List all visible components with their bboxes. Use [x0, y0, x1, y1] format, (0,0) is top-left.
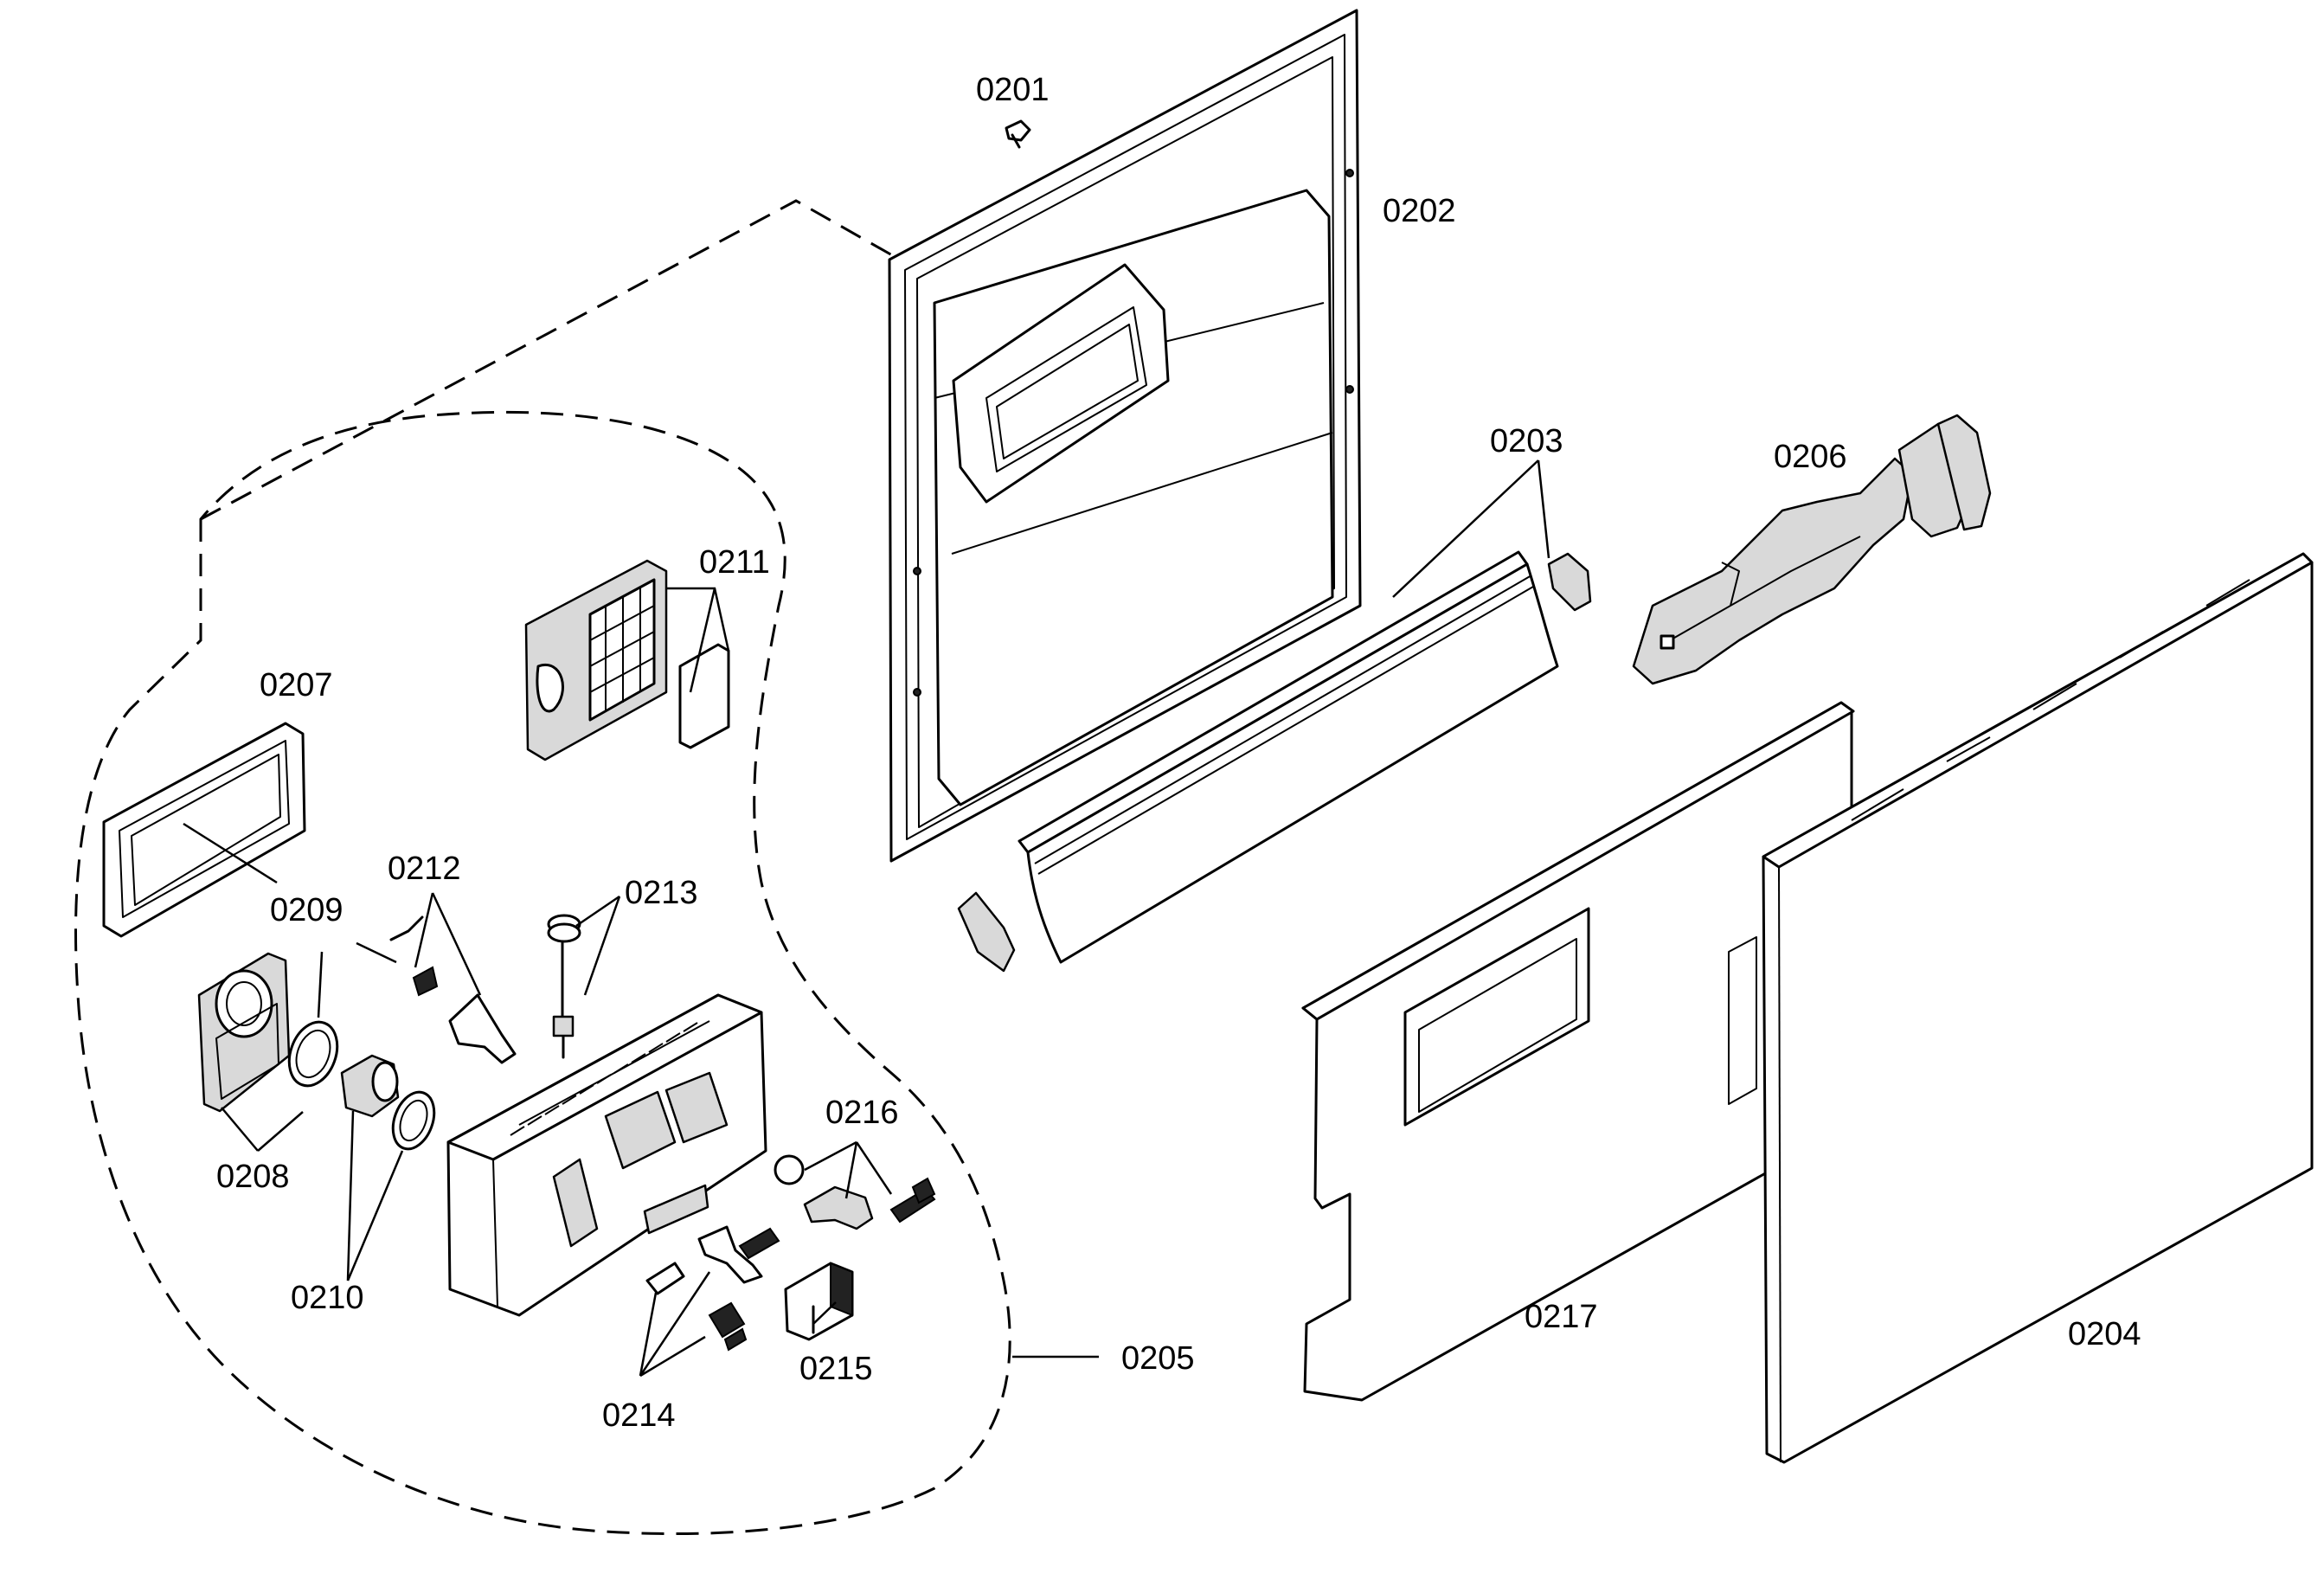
label-0213: 0213: [625, 875, 698, 911]
latch-parts: [645, 1225, 780, 1352]
label-0209: 0209: [270, 892, 343, 928]
label-0211: 0211: [699, 544, 770, 581]
label-0217: 0217: [1525, 1299, 1598, 1335]
label-0210: 0210: [291, 1280, 364, 1316]
outer-door-panel: [1301, 701, 1855, 1402]
solenoid: [784, 1262, 854, 1341]
label-0204: 0204: [2068, 1316, 2141, 1352]
label-0208: 0208: [216, 1159, 290, 1195]
ball-lever-spring: [774, 1154, 936, 1230]
screw-part: [1005, 119, 1031, 149]
part-labels: 0201 0202 0203 0206 0211 0207 0212 0209 …: [216, 72, 2141, 1434]
dispenser-cover: [197, 952, 291, 1113]
label-0203: 0203: [1490, 423, 1563, 459]
front-panel: [1762, 552, 2314, 1464]
label-0206: 0206: [1774, 439, 1847, 475]
label-0202: 0202: [1383, 193, 1456, 229]
spring-and-lever: [389, 915, 517, 1064]
label-0214: 0214: [602, 1397, 676, 1434]
label-0216: 0216: [825, 1095, 899, 1131]
label-0201: 0201: [976, 72, 1050, 108]
hinge-bracket: [1632, 414, 1992, 685]
seal-rings: [287, 1020, 436, 1151]
label-0215: 0215: [799, 1351, 873, 1387]
assembly-group-boundary: [74, 199, 1011, 1536]
rinse-aid-unit: [524, 559, 730, 761]
label-0207: 0207: [260, 667, 333, 703]
plunger: [547, 914, 581, 1059]
label-0212: 0212: [388, 851, 461, 887]
label-0205: 0205: [1121, 1340, 1195, 1377]
dispenser-housing: [446, 993, 767, 1317]
door-seal-strip: [957, 550, 1592, 973]
leader-lines: [221, 459, 1550, 1378]
dispenser-lid: [102, 722, 306, 938]
inner-door-frame: [888, 9, 1362, 863]
